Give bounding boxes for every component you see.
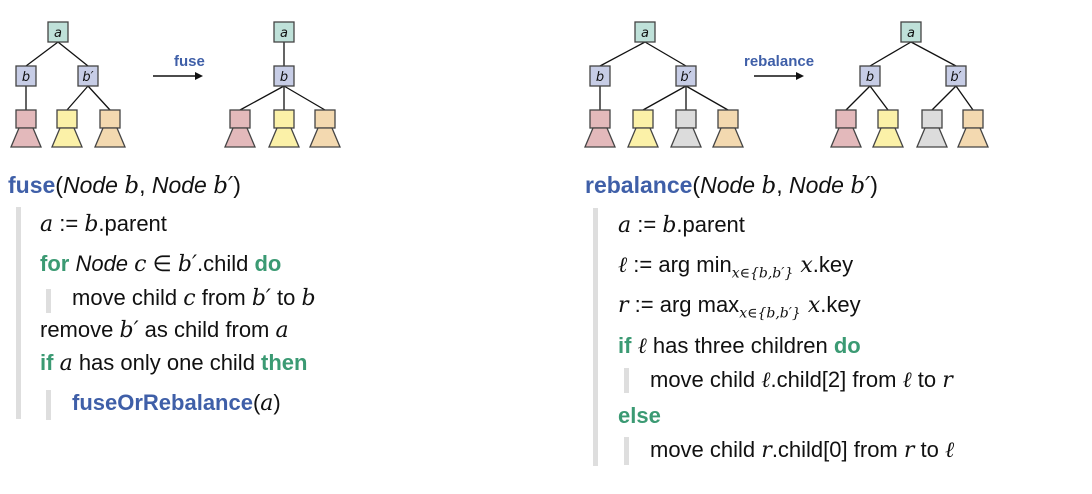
svg-text:a: a [641,26,649,41]
rebalance-signature: rebalance(Node b, Node b′) [585,172,878,199]
fuse-signature: fuse(Node b, Node b′) [8,172,241,199]
code-line: else [618,403,661,428]
subtree-pink [584,109,616,148]
rebalance-before-tree: a b b′ [584,21,744,148]
function-name: rebalance [585,172,693,198]
block-bar [624,368,629,393]
svg-text:a: a [54,26,62,41]
subtree-tan [309,109,341,148]
node-b: b [15,65,37,87]
svg-text:b: b [22,70,30,85]
node-b: b [859,65,881,87]
subtree-tan [712,109,744,148]
svg-text:rebalance: rebalance [744,53,814,70]
svg-text:a: a [280,26,288,41]
subtree-tan [957,109,989,148]
subtree-gray [670,109,702,148]
block-bar [46,390,51,420]
subtree-pink [224,109,256,148]
node-b-prime: b′ [675,65,697,87]
rebalance-arrow: rebalance [744,53,814,80]
block-bar [16,207,21,419]
fuse-before-tree: a b b′ [10,21,126,148]
code-line: ℓ := arg minx∈{b,b′} x.key [618,252,854,282]
svg-text:b: b [866,70,874,85]
function-name: fuse [8,172,56,198]
node-b: b [273,65,295,87]
block-bar [624,437,629,465]
fuse-after-tree: a b [224,21,341,148]
code-line: a := b.parent [40,211,167,237]
svg-text:b: b [280,70,288,85]
node-a: a [900,21,922,43]
node-b-prime: b′ [945,65,967,87]
code-line: fuseOrRebalance(a) [72,390,281,416]
subtree-pink [830,109,862,148]
svg-text:b′: b′ [82,70,93,85]
subtree-yellow [627,109,659,148]
subtree-tan [94,109,126,148]
code-line: for Node c ∈ b′.child do [40,251,282,277]
code-line: move child c from b′ to b [72,285,316,311]
svg-text:b: b [596,70,604,85]
block-bar [593,208,598,466]
svg-text:b′: b′ [950,70,961,85]
node-b-prime: b′ [77,65,99,87]
code-line: r := arg maxx∈{b,b′} x.key [618,292,861,322]
code-line: if ℓ has three children do [618,333,861,359]
block-bar [46,289,51,313]
subtree-yellow [51,109,83,148]
node-a: a [634,21,656,43]
subtree-yellow [872,109,904,148]
subtree-pink [10,109,42,148]
subtree-gray [916,109,948,148]
tree-diagrams: a b b′ fuse [10,21,989,148]
node-a: a [47,21,69,43]
subtree-yellow [268,109,300,148]
svg-text:a: a [907,26,915,41]
svg-text:fuse: fuse [174,53,205,70]
code-line: a := b.parent [618,212,745,238]
code-line: move child ℓ.child[2] from ℓ to r [650,367,953,393]
svg-text:b′: b′ [680,70,691,85]
fuse-arrow: fuse [153,53,205,80]
node-b: b [589,65,611,87]
rebalance-after-tree: a b b′ [830,21,989,148]
code-line: remove b′ as child from a [40,317,289,343]
node-a: a [273,21,295,43]
code-line: if a has only one child then [40,350,308,376]
code-line: move child r.child[0] from r to ℓ [650,437,955,463]
